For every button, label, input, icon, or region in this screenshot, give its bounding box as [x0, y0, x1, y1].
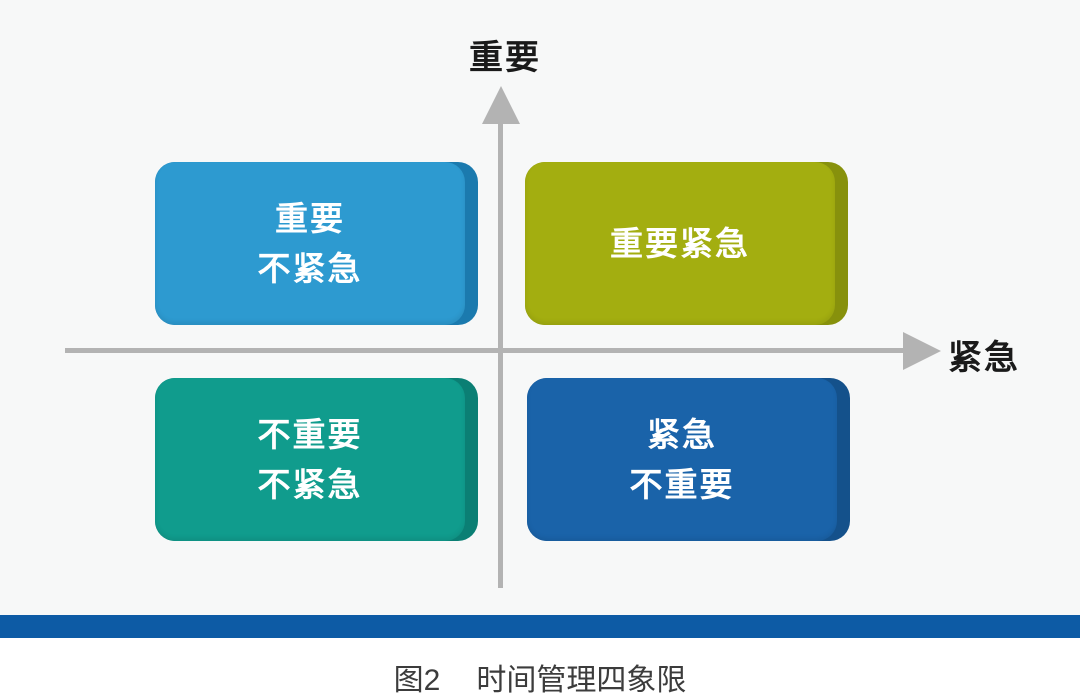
- quadrant-label-line: 不重要: [257, 415, 363, 453]
- quadrant-face: 重要紧急: [525, 162, 835, 325]
- x-axis-arrow-right-icon: [903, 332, 941, 370]
- caption-strip: [0, 638, 1080, 699]
- quadrant-label-line: 重要: [275, 199, 345, 237]
- x-axis-label: 紧急: [948, 339, 1020, 377]
- quadrant-not-important-not-urgent: 不重要 不紧急: [155, 378, 478, 541]
- quadrant-face: 不重要 不紧急: [155, 378, 465, 541]
- figure-caption: 图2 时间管理四象限: [0, 655, 1080, 699]
- quadrant-important-urgent: 重要紧急: [525, 162, 848, 325]
- quadrant-face: 重要 不紧急: [155, 162, 465, 325]
- quadrant-urgent-not-important: 紧急 不重要: [527, 378, 850, 541]
- figure-caption-title: 时间管理四象限: [476, 664, 687, 697]
- y-axis-arrow-up-icon: [482, 86, 520, 124]
- quadrant-label-line: 紧急: [647, 415, 717, 453]
- y-axis-line: [498, 120, 503, 588]
- quadrant-face: 紧急 不重要: [527, 378, 837, 541]
- quadrant-label-line: 不紧急: [257, 249, 363, 287]
- quadrant-label-line: 不紧急: [257, 465, 363, 503]
- quadrant-label-line: 重要紧急: [610, 224, 750, 262]
- x-axis-line: [65, 348, 910, 353]
- figure-caption-number: 图2: [393, 664, 441, 697]
- quadrant-label-line: 不重要: [629, 465, 735, 503]
- y-axis-label: 重要: [469, 39, 541, 77]
- quadrant-important-not-urgent: 重要 不紧急: [155, 162, 478, 325]
- divider-bar: [0, 615, 1080, 638]
